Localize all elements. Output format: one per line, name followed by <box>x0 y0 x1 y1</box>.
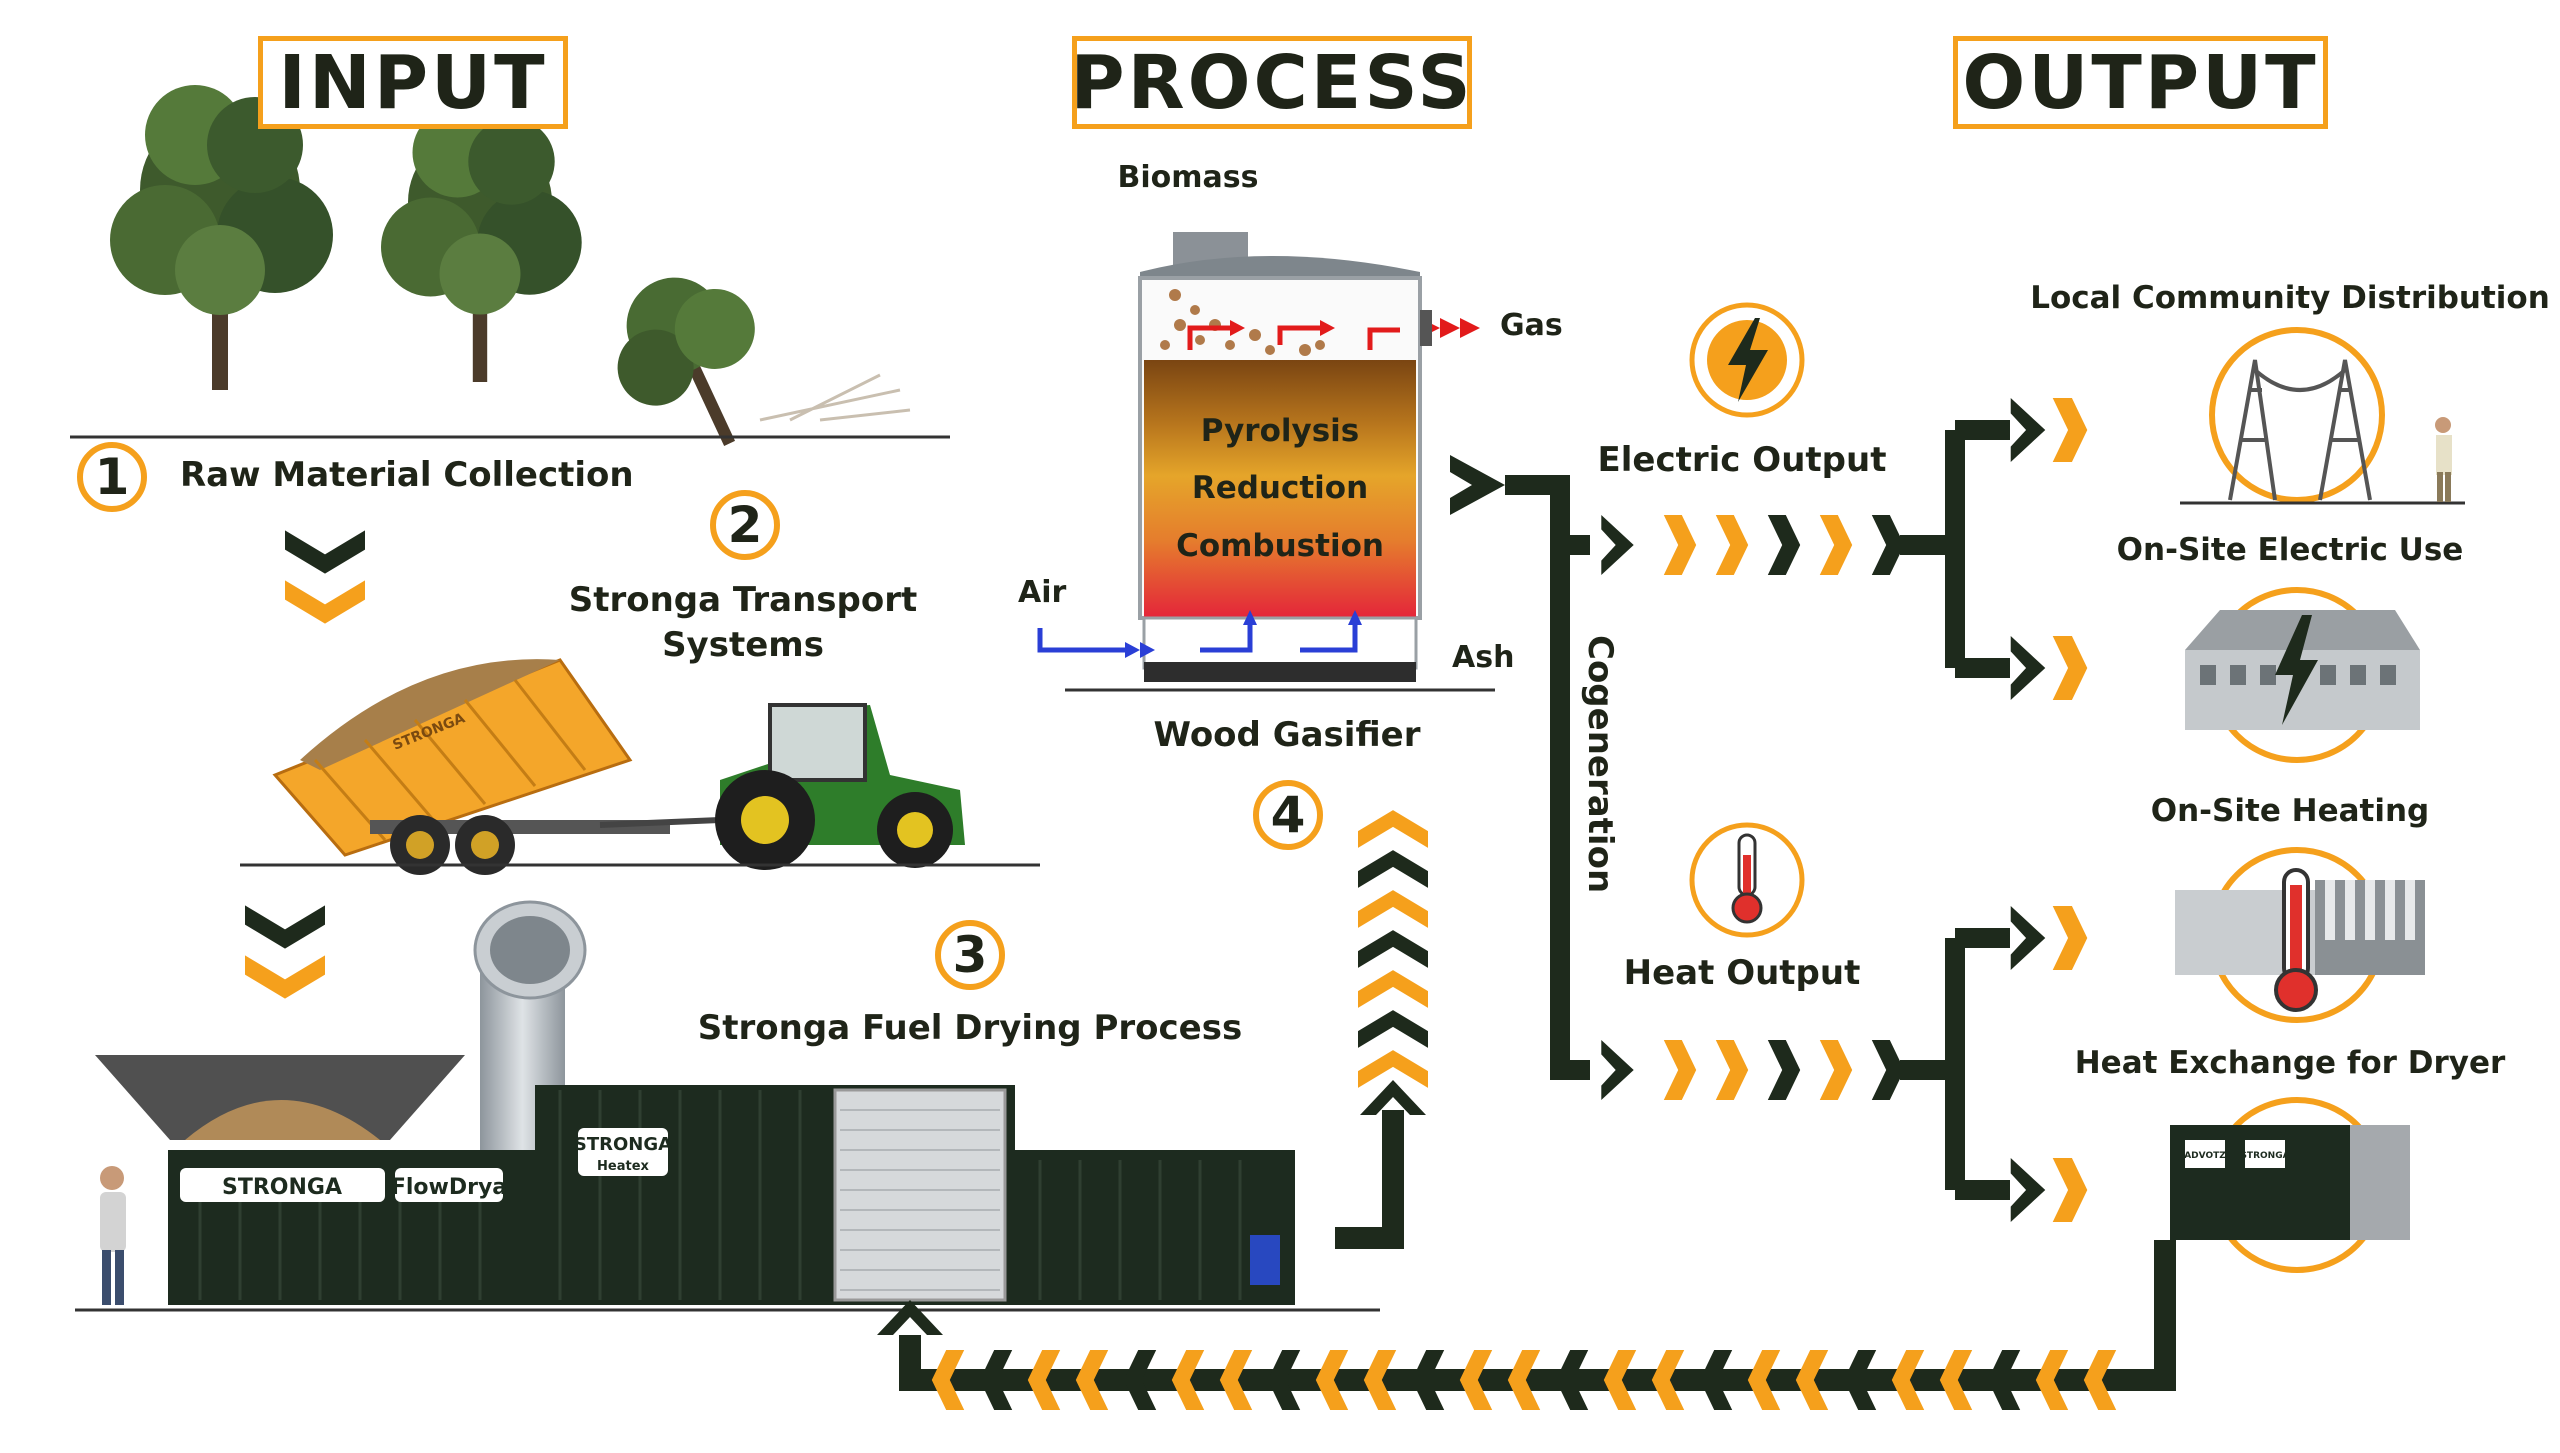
output-onsite-heating-label: On-Site Heating <box>2150 793 2430 829</box>
electric-output-icon <box>1689 302 1805 418</box>
building-lightning-icon <box>2185 587 2420 763</box>
gas-label: Gas <box>1500 308 1563 343</box>
output-onsite-electric-label: On-Site Electric Use <box>2116 532 2464 568</box>
gasifier-illustration <box>1037 232 1495 692</box>
ash-label: Ash <box>1452 640 1515 675</box>
zone-pyrolysis: Pyrolysis <box>1200 413 1360 449</box>
pylon-icon <box>2180 327 2465 505</box>
tractor-trailer-illustration: STRONGA <box>240 658 1040 875</box>
dryer-model-text: FlowDrya <box>391 1175 507 1200</box>
down-chevrons-2 <box>245 905 325 999</box>
return-flow-to-dryer <box>877 1240 2176 1410</box>
exchanger-label-b: STRONGA <box>2240 1151 2289 1161</box>
step-4-label: Wood Gasifier <box>1153 715 1421 755</box>
step-2-label-line2: Systems <box>662 625 824 665</box>
cogeneration-label: Cogeneration <box>1580 635 1620 894</box>
air-label: Air <box>1018 575 1067 610</box>
heat-exchanger-icon: ADVOTZ STRONGA <box>2170 1097 2410 1273</box>
up-chevrons-to-gasifier <box>1335 810 1428 1249</box>
step-2-number: 2 <box>710 490 780 560</box>
heatex-brand-text: STRONGA <box>574 1134 672 1155</box>
person-figure <box>100 1166 126 1305</box>
electric-output-label: Electric Output <box>1597 440 1887 480</box>
step-3-label: Stronga Fuel Drying Process <box>697 1008 1243 1048</box>
biomass-label: Biomass <box>1117 160 1259 195</box>
step-1-label: Raw Material Collection <box>180 455 634 495</box>
header-process: PROCESS <box>1070 36 1472 129</box>
exchanger-label-a: ADVOTZ <box>2184 1151 2226 1161</box>
zone-reduction: Reduction <box>1191 470 1369 506</box>
heat-output-icon <box>1689 822 1805 938</box>
heat-output-label: Heat Output <box>1623 953 1861 993</box>
step-3-number: 3 <box>935 920 1005 990</box>
building-thermometer-icon <box>2175 847 2425 1023</box>
heatex-model-text: Heatex <box>597 1159 650 1174</box>
step-1-number: 1 <box>77 442 147 512</box>
down-chevrons-1 <box>285 530 365 624</box>
step-2-label-line1: Stronga Transport <box>568 580 918 620</box>
dryer-brand-text: STRONGA <box>222 1175 342 1200</box>
output-heat-exchange-label: Heat Exchange for Dryer <box>2074 1045 2506 1081</box>
output-local-community-label: Local Community Distribution <box>2030 280 2550 316</box>
header-output: OUTPUT <box>1953 36 2328 129</box>
step-4-number: 4 <box>1253 780 1323 850</box>
header-input: INPUT <box>258 36 568 129</box>
zone-combustion: Combustion <box>1176 528 1384 564</box>
cogeneration-flow <box>1450 398 2088 1222</box>
dryer-illustration: STRONGA FlowDrya STRONGA Heatex <box>75 900 1380 1312</box>
trees-illustration <box>70 85 950 446</box>
